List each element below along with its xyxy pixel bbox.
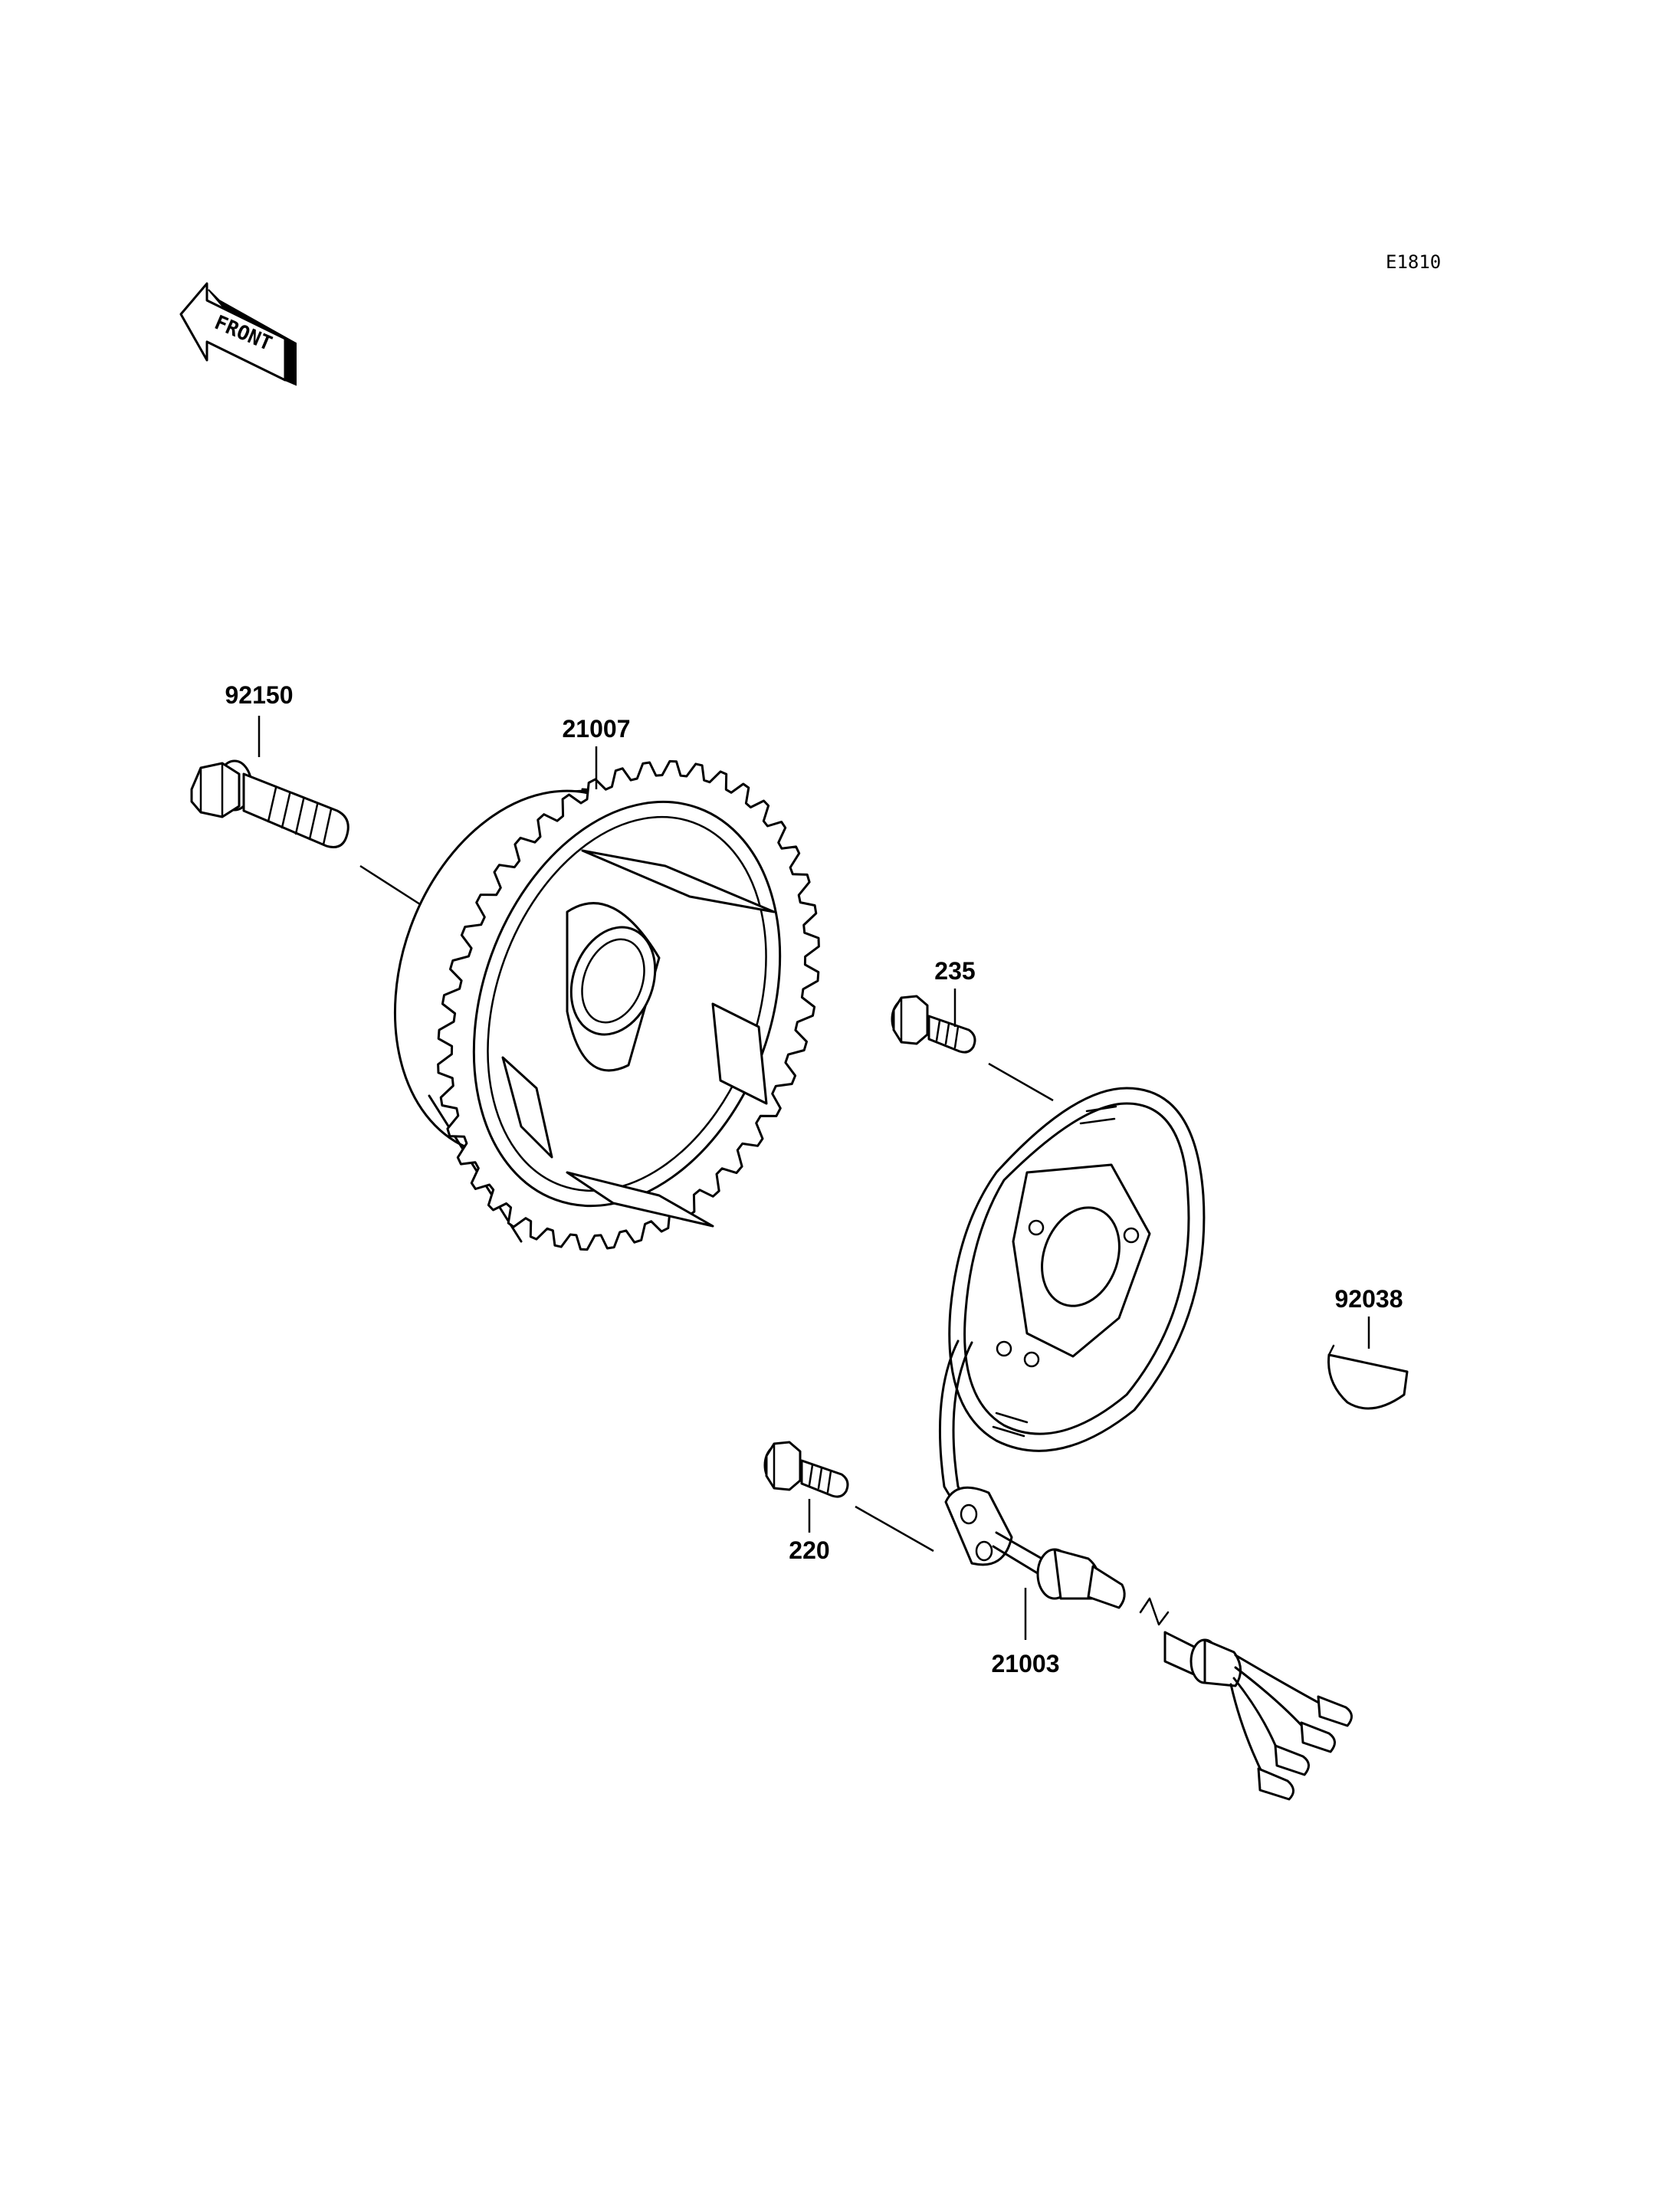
part-21003-stator-icon: [938, 1087, 1353, 1801]
part-number-21003: 21003: [992, 1650, 1060, 1677]
part-220-screw-icon: [763, 1441, 934, 1553]
part-number-21007: 21007: [563, 715, 631, 743]
diagram-code: E1810: [1386, 251, 1441, 273]
part-number-220: 220: [789, 1536, 829, 1564]
part-235-screw-icon: [891, 995, 1054, 1102]
part-21007-flywheel-icon: [393, 759, 820, 1251]
part-92150-bolt-icon: [190, 759, 421, 906]
front-direction-arrow-icon: FRONT: [179, 282, 297, 386]
part-number-235: 235: [934, 957, 975, 985]
part-number-92150: 92150: [225, 681, 294, 709]
part-number-92038: 92038: [1335, 1285, 1403, 1313]
part-92038-key-icon: [1327, 1344, 1409, 1410]
